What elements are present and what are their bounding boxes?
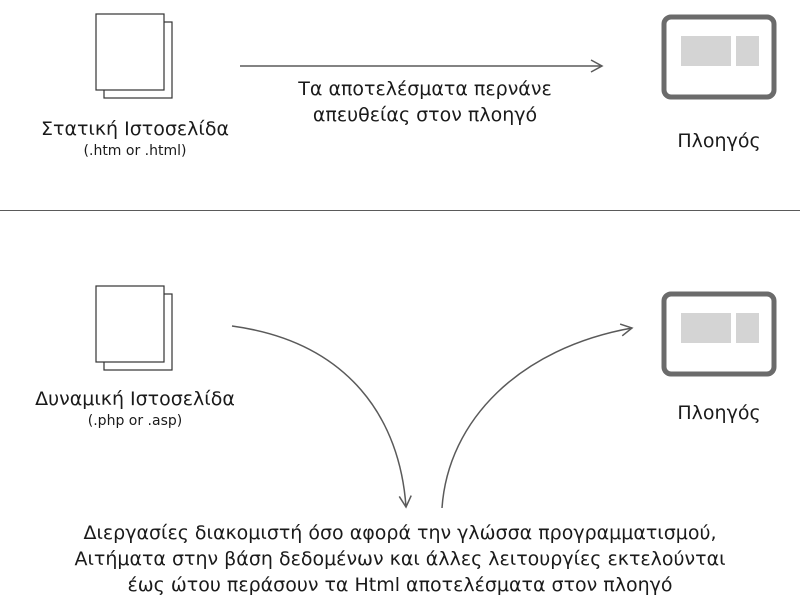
static-document-icon [95,13,173,99]
result-to-browser-arrow [441,323,634,509]
server-processing-line1: Διεργασίες διακομιστή όσο αφορά την γλώσ… [83,522,717,544]
dynamic-page-extension: (.php or .asp) [87,413,183,429]
dynamic-page-label: Δυναμική Ιστοσελίδα [35,388,235,410]
dynamic-browser-icon [661,291,777,377]
static-arrow-caption-line1: Τα αποτελέσματα περνάνε [298,78,552,100]
static-browser-label: Πλοηγός [677,130,761,152]
request-to-server-arrow [231,325,412,509]
dynamic-browser-label: Πλοηγός [677,402,761,424]
dynamic-document-icon [95,285,173,371]
static-arrow-caption-line2: απευθείας στον πλοηγό [312,104,538,126]
static-browser-icon [661,14,777,100]
server-processing-line3: έως ώτου περάσουν τα Html αποτελέσματα σ… [127,574,673,596]
server-processing-line2: Αιτήματα στην βάση δεδομένων και άλλες λ… [74,548,726,570]
static-page-extension: (.htm or .html) [83,143,187,159]
section-divider [0,210,800,211]
static-page-label: Στατική Ιστοσελίδα [41,118,229,140]
